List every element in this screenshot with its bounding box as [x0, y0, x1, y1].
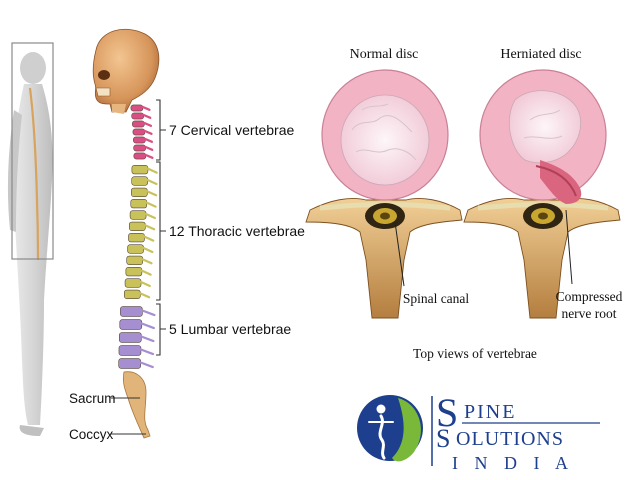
cervical-vertebra-process: [144, 137, 154, 143]
figure-highlight-box: [11, 42, 54, 260]
sacrum-label: Sacrum: [69, 391, 116, 406]
logo-word-india: I N D I A: [452, 453, 574, 473]
thoracic-vertebra-process: [144, 212, 156, 220]
thoracic-vertebra-process: [145, 201, 157, 208]
thoracic-vertebra: [124, 278, 142, 288]
disc-pointers: [394, 209, 573, 287]
skull: [92, 28, 160, 114]
thoracic-vertebra: [128, 233, 145, 243]
nerve-root-pointer: [565, 209, 573, 285]
compressed-label: Compressed: [556, 289, 623, 304]
lumbar-label: 5 Lumbar vertebrae: [169, 321, 291, 337]
cervical-vertebra-process: [144, 153, 154, 159]
lumbar-vertebra: [119, 332, 142, 343]
thoracic-vertebra-process: [139, 280, 151, 288]
cervical-vertebra: [133, 152, 147, 160]
thoracic-vertebra: [125, 267, 143, 277]
thoracic-vertebra: [131, 165, 149, 175]
lumbar-vertebra-process: [140, 335, 155, 343]
lumbar-vertebra: [118, 345, 142, 356]
spinal-canal-pointer: [394, 221, 405, 287]
spinal-column: [118, 104, 158, 439]
thoracic-bracket: [156, 161, 166, 301]
lumbar-vertebra: [118, 358, 141, 369]
thoracic-vertebra-process: [139, 292, 151, 299]
thoracic-vertebra: [131, 187, 148, 197]
logo-word-olutions: OLUTIONS: [456, 428, 564, 450]
logo-word-pine: PINE: [464, 401, 516, 423]
lumbar-vertebra-process: [140, 322, 155, 330]
thoracic-vertebra: [130, 199, 148, 209]
thoracic-vertebra: [126, 255, 144, 265]
thoracic-vertebra: [124, 289, 141, 299]
pointer-lines: [111, 397, 146, 435]
cervical-vertebra: [132, 128, 146, 136]
cervical-vertebra: [131, 112, 144, 120]
herniated-vertebra-illustration: [463, 69, 621, 319]
brand-logo: S PINE S OLUTIONS I N D I A: [357, 390, 600, 473]
logo-initial-s: S: [436, 390, 458, 435]
thoracic-vertebra-process: [146, 167, 158, 174]
thoracic-vertebra: [127, 244, 144, 254]
thoracic-vertebra-process: [142, 246, 154, 254]
lumbar-vertebra: [119, 319, 143, 330]
cervical-vertebra-process: [142, 113, 152, 119]
lumbar-bracket: [156, 303, 166, 356]
thoracic-vertebra: [129, 221, 146, 231]
coccyx-label: Coccyx: [69, 427, 114, 442]
cervical-bracket: [156, 99, 166, 161]
thoracic-vertebra-process: [146, 178, 158, 186]
cervical-vertebra: [132, 120, 145, 128]
spinal-canal-label: Spinal canal: [403, 291, 470, 306]
thoracic-vertebra: [131, 176, 149, 186]
cervical-vertebra: [133, 136, 146, 144]
logo-emblem: [357, 395, 423, 462]
thoracic-vertebra-process: [140, 269, 152, 276]
region-brackets: [156, 99, 166, 356]
cervical-vertebra: [130, 104, 144, 112]
thoracic-vertebra-process: [143, 235, 155, 242]
nerve-root-label: nerve root: [561, 306, 616, 321]
logo-initial-s2: S: [436, 424, 450, 453]
lumbar-vertebra: [120, 306, 143, 317]
lumbar-vertebra-process: [139, 361, 154, 369]
diagram-caption: Top views of vertebrae: [413, 346, 537, 361]
sacrum-coccyx-bone: [122, 371, 151, 439]
lumbar-vertebra-process: [141, 309, 156, 317]
thoracic-vertebra: [129, 210, 147, 220]
cervical-label: 7 Cervical vertebrae: [169, 122, 294, 138]
human-figure: [7, 52, 53, 436]
cervical-vertebra: [133, 144, 146, 152]
thoracic-vertebra-process: [146, 190, 158, 197]
normal-disc-title: Normal disc: [350, 47, 419, 62]
lumbar-vertebra-process: [139, 348, 155, 356]
thoracic-label: 12 Thoracic vertebrae: [169, 223, 305, 239]
herniated-disc-title: Herniated disc: [500, 47, 581, 62]
cervical-vertebra-process: [144, 145, 154, 151]
cervical-vertebra-process: [143, 129, 153, 135]
thoracic-vertebra-process: [144, 224, 156, 231]
thoracic-vertebra-process: [141, 258, 153, 265]
cervical-vertebra-process: [141, 105, 151, 111]
normal-vertebra-illustration: [305, 69, 463, 319]
cervical-vertebra-process: [143, 121, 153, 127]
